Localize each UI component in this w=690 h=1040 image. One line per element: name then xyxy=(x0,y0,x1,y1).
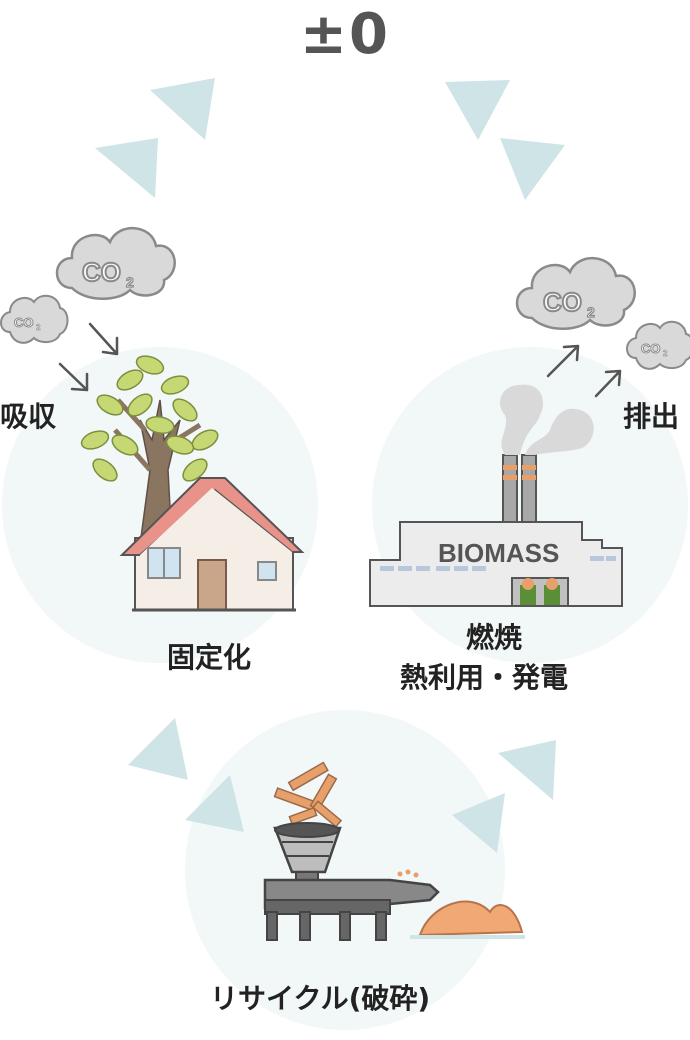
factory-sign: BIOMASS xyxy=(438,538,559,568)
absorb-label: 吸収 xyxy=(0,400,57,433)
co2-subscript: 2 xyxy=(36,323,41,332)
co2-subscript: 2 xyxy=(663,349,668,358)
balance-title: ±0 xyxy=(300,2,390,67)
factory-illustration: BIOMASS xyxy=(369,454,623,607)
co2-text: CO xyxy=(641,341,661,356)
cycle-arrow xyxy=(185,775,244,832)
cycle-arrows xyxy=(95,78,565,853)
co2-cloud-large-right: CO 2 xyxy=(515,256,636,330)
cycle-arrow xyxy=(150,78,215,140)
arrow-down-right-icon xyxy=(58,362,89,392)
fixation-label: 固定化 xyxy=(167,641,252,674)
crusher-machine-illustration xyxy=(263,761,525,941)
co2-text: CO xyxy=(82,257,121,287)
arrow-down-right-icon xyxy=(88,322,119,356)
cycle-arrow xyxy=(95,138,158,198)
co2-cloud-small-right: CO 2 xyxy=(626,320,690,370)
cycle-arrow xyxy=(500,138,565,200)
co2-subscript: 2 xyxy=(126,274,134,290)
co2-cloud-small-left: CO 2 xyxy=(0,294,69,344)
co2-text: CO xyxy=(14,315,34,330)
arrow-up-right-icon xyxy=(546,344,580,378)
recycle-label: リサイクル(破砕) xyxy=(210,982,431,1015)
cycle-arrow xyxy=(128,718,188,780)
combustion-label: 燃焼 xyxy=(466,621,523,654)
background-circle-bottom xyxy=(185,710,505,1030)
cycle-arrow xyxy=(445,80,510,140)
emit-arrows xyxy=(546,344,622,398)
absorb-arrows xyxy=(58,322,119,392)
heat-power-label: 熱利用・発電 xyxy=(400,661,569,694)
co2-cloud-large-left: CO 2 xyxy=(55,226,176,300)
co2-subscript: 2 xyxy=(587,304,595,320)
cycle-arrow xyxy=(452,793,505,853)
arrow-up-right-icon xyxy=(594,369,622,398)
emit-label: 排出 xyxy=(623,400,680,433)
smoke xyxy=(500,384,594,455)
house-illustration xyxy=(119,477,305,612)
cycle-arrow xyxy=(498,740,556,800)
co2-text: CO xyxy=(543,287,582,317)
